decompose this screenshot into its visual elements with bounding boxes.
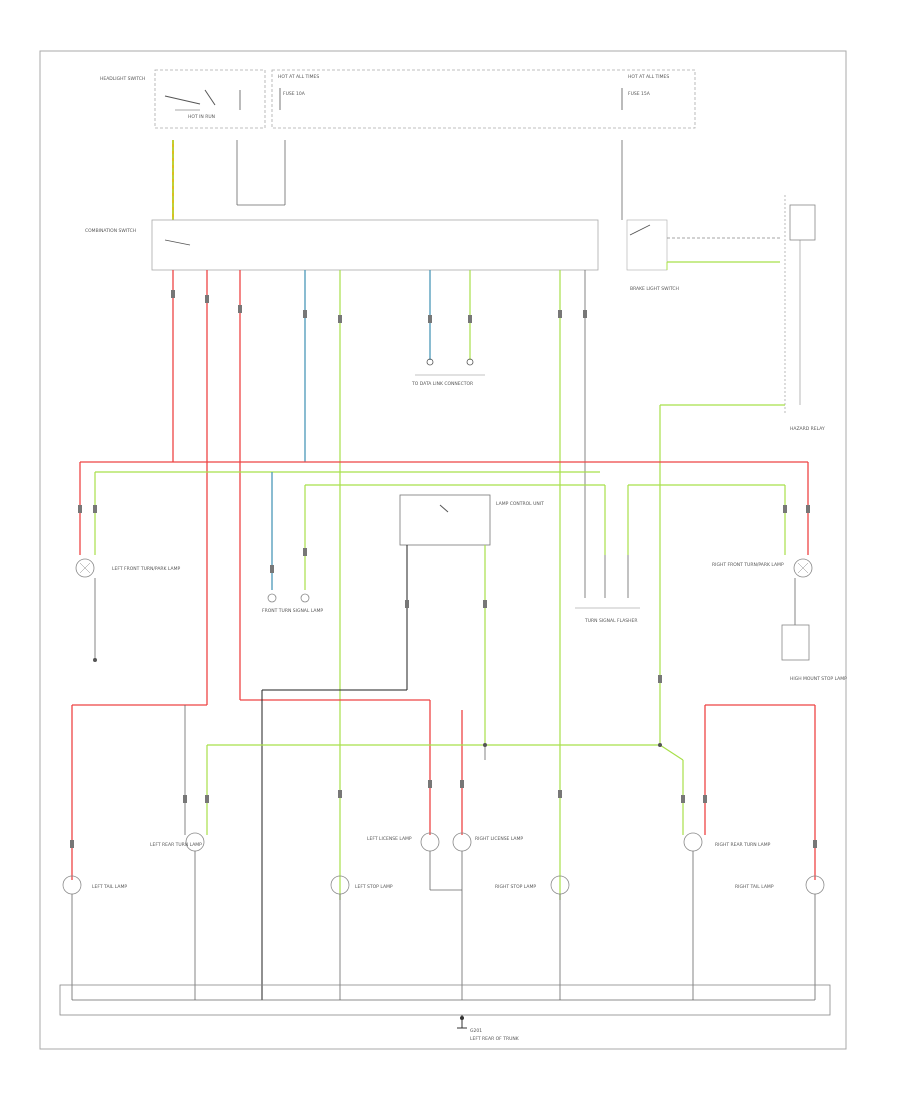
left-rear-turn-lamp: LEFT REAR TURN LAMP [150, 832, 205, 852]
fuse-right-label: FUSE 15A [628, 91, 651, 97]
right-front-turn-label: RIGHT FRONT TURN/PARK LAMP [712, 562, 784, 568]
left-front-turn-label: LEFT FRONT TURN/PARK LAMP [112, 566, 180, 572]
right-license-label: RIGHT LICENSE LAMP [475, 836, 523, 842]
right-rear-turn-lamp: RIGHT REAR TURN LAMP [683, 832, 771, 852]
left-front-turn-lamp: LEFT FRONT TURN/PARK LAMP [75, 558, 180, 578]
left-rear-turn-label: LEFT REAR TURN LAMP [150, 842, 202, 848]
high-mount-stop-label: HIGH MOUNT STOP LAMP [790, 676, 847, 682]
combination-switch-label: COMBINATION SWITCH [85, 228, 136, 234]
right-rear-turn-label: RIGHT REAR TURN LAMP [715, 842, 771, 848]
right-stop-label: RIGHT STOP LAMP [495, 884, 536, 890]
right-license-lamp: RIGHT LICENSE LAMP [452, 832, 523, 852]
headlight-switch-label: HEADLIGHT SWITCH [100, 76, 145, 82]
right-front-turn-lamp: RIGHT FRONT TURN/PARK LAMP [712, 558, 813, 578]
fuse-box: HOT AT ALL TIMES FUSE 10A HOT AT ALL TIM… [271, 69, 696, 129]
turn-signal-flasher: TURN SIGNAL FLASHER [575, 607, 640, 624]
brake-switch-label: BRAKE LIGHT SWITCH [630, 286, 679, 292]
left-stop-label: LEFT STOP LAMP [355, 884, 393, 890]
fuse-left-label: FUSE 10A [283, 91, 306, 97]
left-tail-label: LEFT TAIL LAMP [92, 884, 127, 890]
right-stop-lamp: RIGHT STOP LAMP [495, 875, 570, 895]
combination-switch: COMBINATION SWITCH [85, 219, 599, 271]
lamp-control-unit-label: LAMP CONTROL UNIT [496, 501, 544, 507]
data-link-label: TO DATA LINK CONNECTOR [411, 381, 473, 387]
ground-bus [59, 984, 831, 1016]
right-tail-label: RIGHT TAIL LAMP [735, 884, 774, 890]
hazard-relay-label: HAZARD RELAY [790, 426, 825, 432]
left-license-lamp: LEFT LICENSE LAMP [367, 832, 440, 852]
diagram-border [39, 50, 847, 1050]
hot-at-all-times-right-label: HOT AT ALL TIMES [628, 74, 669, 80]
right-tail-lamp: RIGHT TAIL LAMP [735, 875, 825, 895]
headlight-switch: HEADLIGHT SWITCH HOT IN RUN [100, 69, 266, 129]
hot-in-run-label: HOT IN RUN [188, 114, 215, 120]
ground-sub-label: LEFT REAR OF TRUNK [470, 1036, 520, 1042]
left-license-label: LEFT LICENSE LAMP [367, 836, 412, 842]
front-turn-signal-label: FRONT TURN SIGNAL LAMP [262, 608, 323, 614]
hazard-relay: HAZARD RELAY [784, 195, 825, 432]
hot-at-all-times-left-label: HOT AT ALL TIMES [278, 74, 319, 80]
brake-switch: BRAKE LIGHT SWITCH [626, 219, 679, 292]
high-mount-stop-lamp: HIGH MOUNT STOP LAMP [781, 624, 847, 682]
ground-label: G201 [470, 1028, 482, 1034]
connector-ticks [70, 290, 817, 848]
front-turn-signal-lamp: FRONT TURN SIGNAL LAMP [262, 593, 323, 614]
lamp-control-unit: LAMP CONTROL UNIT [399, 494, 544, 546]
turn-flasher-label: TURN SIGNAL FLASHER [584, 618, 638, 624]
left-tail-lamp: LEFT TAIL LAMP [62, 875, 127, 895]
